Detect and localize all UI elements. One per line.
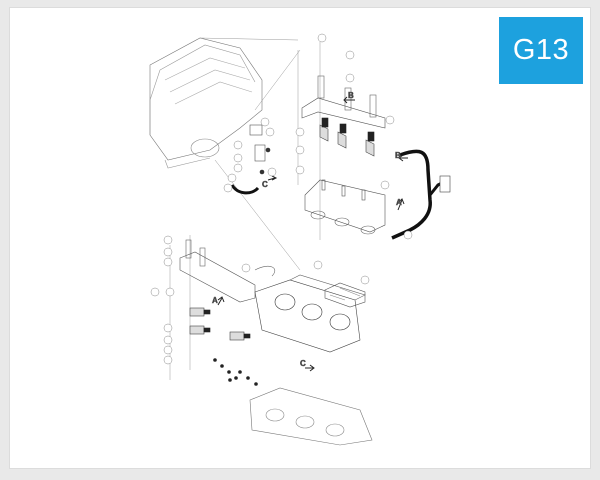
direction-letter-a-hose: A bbox=[396, 198, 402, 207]
direction-letter-a-lower: A bbox=[212, 296, 218, 305]
direction-letter-c-upper: C bbox=[262, 180, 268, 189]
diagram-card bbox=[9, 7, 591, 469]
direction-letter-c-lower: C bbox=[300, 359, 306, 368]
lower-injectors-drawing bbox=[189, 307, 251, 341]
fuel-hose-drawing bbox=[230, 149, 451, 240]
upper-manifold-drawing bbox=[304, 179, 386, 235]
upper-fuel-rail-drawing bbox=[301, 75, 386, 157]
section-code-badge: G13 bbox=[499, 17, 583, 84]
direction-arrows bbox=[217, 96, 408, 372]
lower-fuel-rail-drawing bbox=[179, 239, 276, 303]
throttle-body-drawing bbox=[254, 274, 366, 353]
gasket-bracket-drawing bbox=[324, 282, 366, 308]
direction-letter-b-hose: B bbox=[395, 151, 401, 160]
screws-drawing bbox=[213, 358, 258, 386]
direction-letter-b-upper: B bbox=[348, 91, 354, 100]
engine-cover-drawing bbox=[149, 37, 263, 169]
bracket-parts-drawing bbox=[249, 124, 271, 175]
engine-block-drawing bbox=[249, 387, 373, 446]
callouts bbox=[150, 33, 413, 365]
